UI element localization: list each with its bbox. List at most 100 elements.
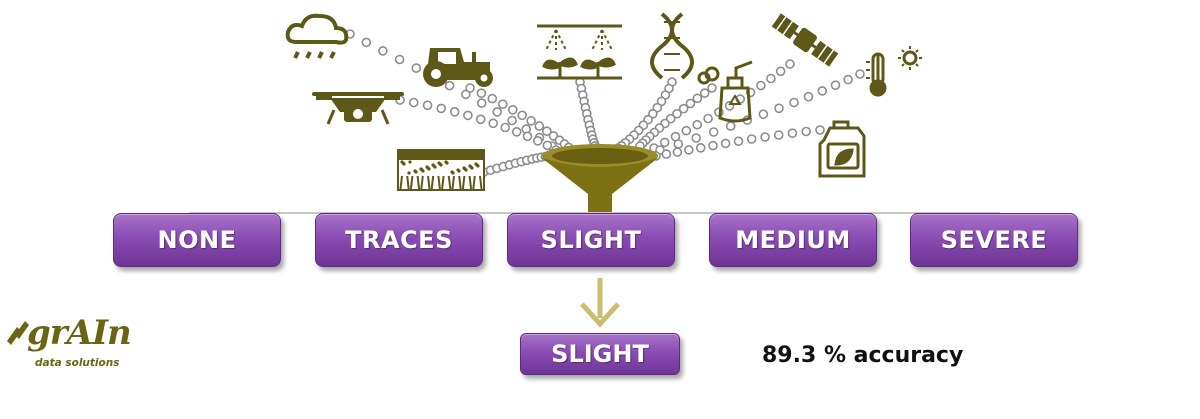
chain-link	[720, 138, 731, 149]
chain-link	[465, 83, 475, 93]
chain-link	[699, 88, 710, 98]
chain-link	[672, 108, 682, 119]
logo-name: grAIn	[27, 313, 132, 353]
chain-link	[756, 80, 766, 91]
chain-link	[652, 102, 663, 113]
chain-link	[725, 121, 736, 131]
funnel-icon	[542, 144, 658, 212]
chain-link	[789, 97, 799, 108]
soil-grain	[464, 168, 468, 172]
chain-link	[746, 134, 757, 144]
predicted-class-box: SLIGHT	[520, 333, 680, 375]
chain-link	[378, 46, 388, 56]
chain-link	[787, 128, 798, 138]
soil-grain	[445, 161, 449, 165]
chain-link	[460, 89, 471, 100]
chain-link	[522, 131, 533, 142]
soil-grain	[402, 162, 406, 166]
class-traces-button[interactable]: TRACES	[315, 213, 483, 267]
chain-link	[774, 103, 784, 114]
chain-link	[444, 80, 455, 91]
chain-link	[408, 97, 419, 108]
chain-link	[526, 116, 536, 126]
class-medium-button[interactable]: MEDIUM	[709, 213, 877, 267]
chain-link	[532, 136, 543, 146]
chain-link	[475, 114, 486, 125]
root-line	[451, 175, 455, 190]
logo-tagline: data solutions	[35, 357, 120, 369]
soil-grain	[427, 167, 431, 171]
chain-link	[733, 136, 744, 146]
chain-link	[534, 121, 545, 131]
chain-link	[463, 110, 473, 121]
class-slight-button[interactable]: SLIGHT	[507, 213, 675, 267]
chain-link	[511, 127, 522, 137]
satellite-icon	[771, 13, 839, 67]
chain-link	[488, 118, 499, 129]
thermometer-sun-icon	[866, 46, 922, 97]
soil-grain	[470, 166, 474, 170]
chain-link	[708, 140, 718, 151]
chain-link	[507, 105, 518, 115]
chain-link	[830, 80, 841, 90]
chain-link	[661, 149, 672, 159]
soil-grain	[433, 165, 437, 169]
soil-grain	[476, 164, 480, 168]
soil-grain	[408, 160, 412, 164]
root-line	[430, 175, 435, 190]
chain-link	[683, 145, 694, 155]
chain-link	[678, 103, 689, 114]
chain-link	[703, 113, 713, 124]
chain-link	[436, 103, 447, 114]
chain-link	[517, 110, 528, 121]
chain-link	[542, 140, 553, 151]
chain-link	[541, 126, 552, 136]
fertilizer-canister-icon	[818, 120, 866, 178]
chain-link	[685, 98, 696, 109]
root-line	[399, 175, 403, 190]
chain-link	[801, 126, 812, 137]
root-line	[461, 175, 466, 190]
chain-link	[785, 59, 795, 69]
down-arrow-icon	[580, 278, 620, 328]
chain-link	[708, 127, 719, 137]
chain-link	[361, 37, 372, 48]
chain-link	[492, 107, 503, 117]
soil-grain	[457, 169, 461, 173]
drone-icon	[312, 92, 404, 125]
chain-link	[773, 130, 784, 140]
chain-link	[672, 147, 683, 157]
root-line	[468, 175, 473, 190]
chain-link	[758, 109, 769, 119]
chain-link	[394, 54, 405, 65]
chain-link	[766, 73, 776, 84]
root-line	[420, 175, 424, 190]
chain-link	[855, 69, 865, 79]
grain-logo: grAIn data solutions	[3, 313, 143, 375]
sprayer-bottle-icon	[697, 60, 753, 123]
chain-link	[507, 115, 517, 126]
soil-grain	[439, 163, 443, 167]
soil-layers-icon	[397, 149, 485, 191]
chain-link	[692, 119, 703, 130]
chain-link	[843, 74, 853, 85]
class-none-button[interactable]: NONE	[113, 213, 281, 267]
chain-link	[500, 122, 511, 133]
class-severe-button[interactable]: SEVERE	[910, 213, 1078, 267]
chain-link	[775, 66, 786, 77]
tractor-icon	[423, 48, 493, 87]
chain-link	[659, 137, 670, 148]
root-line	[441, 175, 445, 190]
chain-link	[691, 133, 702, 143]
chain-link	[803, 91, 814, 102]
chain-link	[681, 125, 692, 136]
chain-link	[487, 93, 498, 104]
soil-grain	[421, 169, 425, 173]
soil-grain	[407, 171, 411, 175]
root-line	[409, 175, 414, 190]
irrigation-sprinkler-icon	[537, 24, 622, 80]
root-line	[416, 175, 421, 190]
root-line	[406, 175, 410, 190]
